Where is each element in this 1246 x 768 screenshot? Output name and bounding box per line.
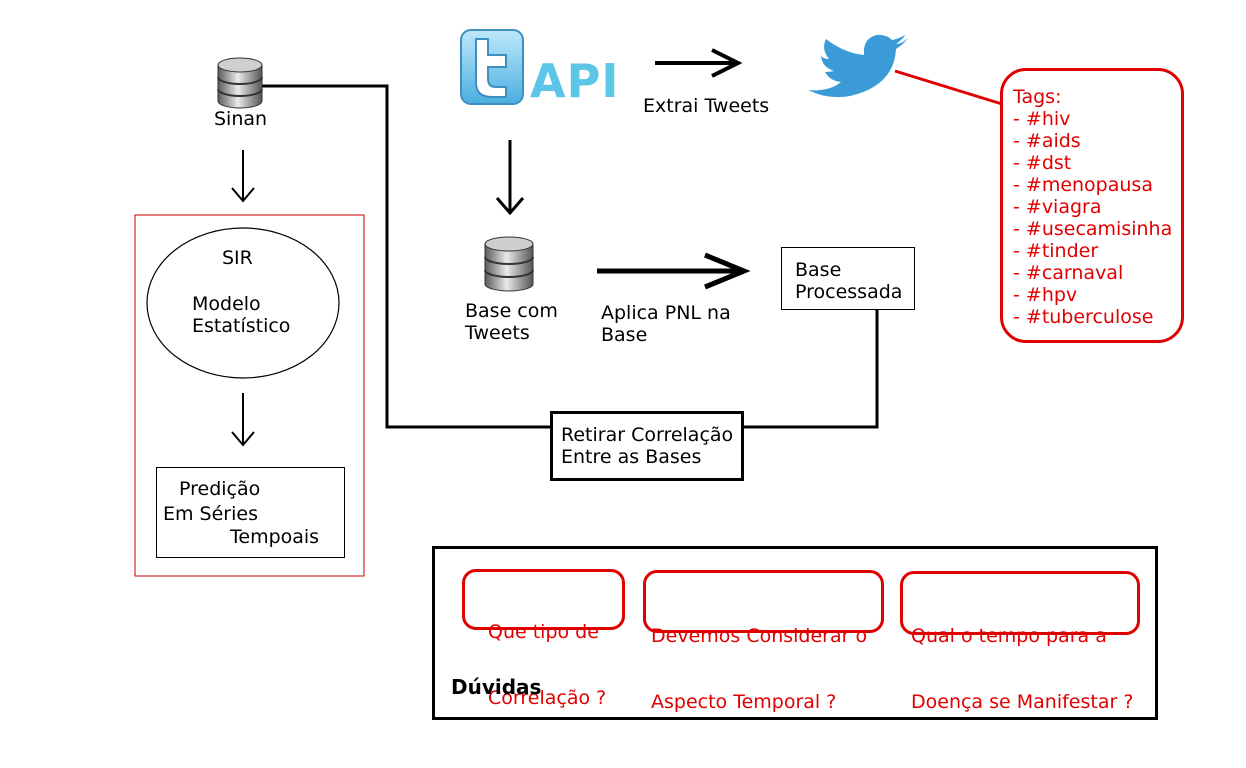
correlation-box: Retirar Correlação Entre as Bases [550,411,744,481]
questions-panel: Que tipo de Correlação ? Devemos Conside… [432,546,1158,720]
sir-to-prediction-arrow [231,393,255,447]
processed-line2: Processada [795,281,903,303]
tag-item: - #viagra [1013,196,1102,218]
tweets-db-label-line1: Base com [465,300,558,322]
model-label-line2: Estatístico [192,315,291,337]
tag-item: - #tinder [1013,240,1099,262]
tag-item: - #hiv [1013,108,1071,130]
sir-ellipse [146,227,340,379]
sinan-correlation-connector [258,84,552,429]
tag-item: - #menopausa [1013,174,1153,196]
prediction-line1: Predição [179,478,261,500]
question-temporal-aspect: Devemos Considerar o Aspecto Temporal ? [643,570,884,713]
nlp-label-line1: Aplica PNL na [601,302,731,324]
api-to-tweets-db-arrow [495,140,525,216]
tag-item: - #carnaval [1013,262,1124,284]
tag-item: - #hpv [1013,284,1078,306]
model-label-line1: Modelo [192,293,261,315]
sinan-label: Sinan [214,108,268,130]
twitter-bird-icon [804,34,914,98]
processed-line1: Base [795,259,842,281]
tag-item: - #dst [1013,152,1072,174]
sir-label: SIR [222,247,253,269]
tags-title: Tags: [1013,86,1062,108]
question-manifestation-time: Qual o tempo para a Doença se Manifestar… [900,571,1140,713]
q1-line2: Correlação ? [488,687,607,709]
q2-line1: Devemos Considerar o [651,625,868,647]
questions-title: Dúvidas [451,675,542,699]
prediction-line3: Tempoais [230,526,320,548]
correlation-line1: Retirar Correlação [561,424,734,446]
bird-to-tags-connector [894,69,1003,106]
api-label: API [530,54,620,108]
tag-item: - #tuberculose [1013,306,1154,328]
tag-item: - #aids [1013,130,1081,152]
sinan-to-sir-arrow [231,150,255,203]
sinan-database-icon [215,57,265,109]
processed-base-box: Base Processada [781,247,915,310]
tags-box: Tags: - #hiv - #aids - #dst - #menopausa… [1000,68,1184,343]
nlp-label-line2: Base [601,324,648,346]
extract-tweets-label: Extrai Tweets [643,95,770,117]
tweets-database-icon [482,236,536,292]
tag-item: - #usecamisinha [1013,218,1173,240]
extract-tweets-arrow [655,48,743,78]
prediction-line2: Em Séries [163,503,258,525]
prediction-box: Predição Em Séries Tempoais [156,467,345,558]
question-correlation-type: Que tipo de Correlação ? [462,569,625,709]
q3-line1: Qual o tempo para a [911,625,1107,647]
sir-panel-border [134,214,365,577]
q3-line2: Doença se Manifestar ? [911,691,1134,713]
correlation-line2: Entre as Bases [561,446,702,468]
apply-nlp-arrow [597,252,751,290]
processed-correlation-connector [742,309,879,429]
tweets-db-label-line2: Tweets [465,322,530,344]
q2-line2: Aspecto Temporal ? [651,691,837,713]
twitter-logo-icon [460,29,524,105]
q1-line1: Que tipo de [488,621,599,643]
